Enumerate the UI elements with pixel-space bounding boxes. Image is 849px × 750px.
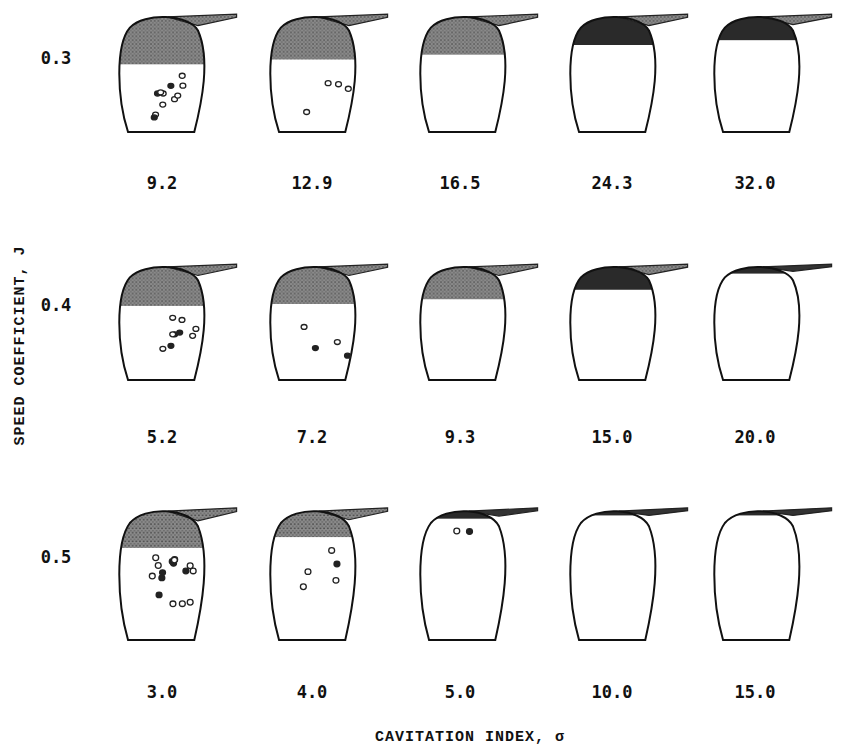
propeller-blade [413, 261, 537, 380]
cavitation-index-value: 4.0 [297, 682, 328, 702]
propeller-blade [707, 11, 831, 132]
propeller-blade [707, 505, 831, 640]
cavitation-index-value: 5.2 [147, 427, 178, 447]
cavitation-index-value: 3.0 [147, 682, 178, 702]
cavitation-index-value: 32.0 [735, 173, 776, 193]
propeller-blade [263, 261, 387, 380]
propeller-blade [563, 261, 687, 380]
propeller-blade [263, 505, 387, 640]
propeller-blade [563, 505, 687, 640]
cavitation-index-value: 15.0 [592, 427, 633, 447]
propeller-blade [263, 11, 387, 132]
propeller-blade [413, 505, 537, 640]
cavitation-index-value: 15.0 [735, 682, 776, 702]
cavitation-index-value: 5.0 [445, 682, 476, 702]
cavitation-index-value: 16.5 [440, 173, 481, 193]
cavitation-index-value: 7.2 [297, 427, 328, 447]
axis-title: SPEED COEFFICIENT, J [12, 245, 29, 445]
speed-coefficient-value: 0.5 [41, 547, 72, 567]
axis-title: CAVITATION INDEX, σ [375, 729, 565, 746]
cavitation-index-value: 9.2 [147, 173, 178, 193]
propeller-blade [112, 261, 236, 380]
propeller-blade [707, 261, 831, 380]
cavitation-index-value: 12.9 [292, 173, 333, 193]
speed-coefficient-value: 0.3 [41, 48, 72, 68]
propeller-blade [112, 11, 236, 132]
propeller-blade [413, 11, 537, 132]
cavitation-index-value: 9.3 [445, 427, 476, 447]
propeller-blade [563, 11, 687, 132]
speed-coefficient-value: 0.4 [41, 295, 72, 315]
cavitation-index-value: 24.3 [592, 173, 633, 193]
cavitation-index-value: 10.0 [592, 682, 633, 702]
cavitation-index-value: 20.0 [735, 427, 776, 447]
propeller-blade [112, 505, 236, 640]
